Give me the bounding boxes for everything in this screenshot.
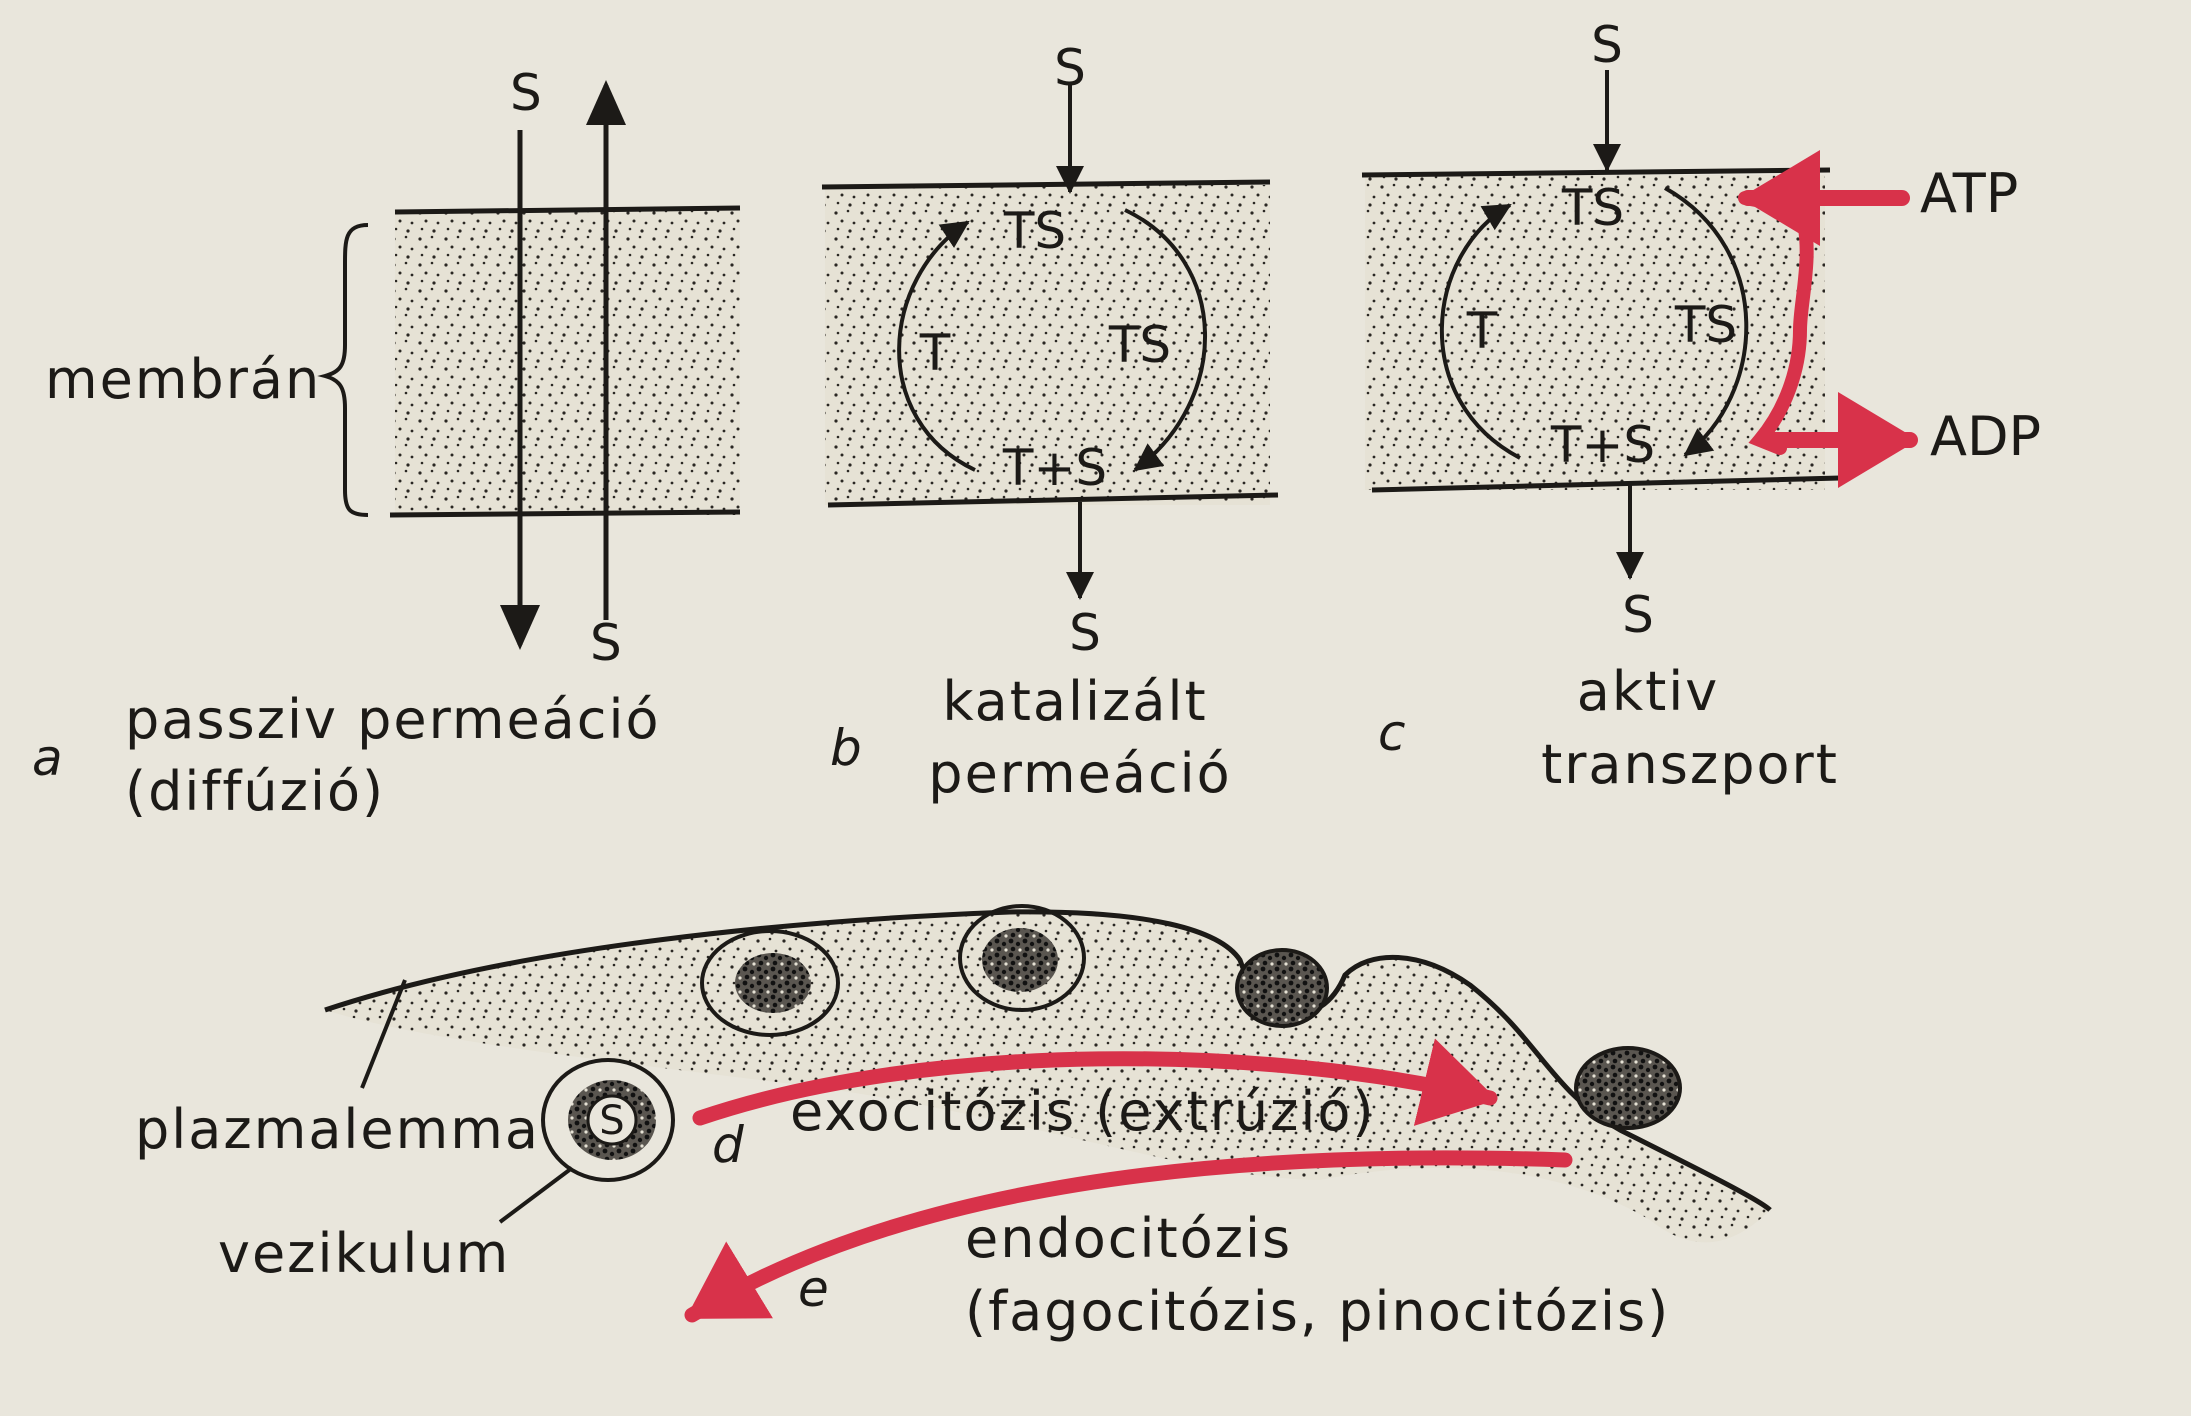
caption-b-line1: katalizált [942,670,1207,733]
t-left-c: T [1466,302,1498,360]
s-bottom-c: S [1622,586,1654,644]
extruded-particle [1574,1046,1682,1130]
caption-c-line1: aktiv [1577,660,1720,723]
cycle-arrow-left-b [897,220,976,472]
membrane-brace [317,223,369,517]
letter-e: e [798,1260,829,1318]
s-bottom-a: S [590,614,622,672]
endocytosis-label-line1: endocitózis [965,1207,1292,1270]
membrane-label: membrán [45,348,321,411]
vesicle-3 [1235,948,1329,1028]
s-top-b: S [1054,39,1086,97]
cycle-arrow-left-c [1439,203,1521,460]
t-plus-s-c: T+S [1550,416,1655,474]
t-left-b: T [919,324,951,382]
plasmalemma-leader [360,979,407,1089]
membrane-top-line-a [394,205,741,215]
plasmalemma-label: plazmalemma [135,1098,540,1161]
caption-a-line2: (diffúzió) [125,760,385,823]
atp-label: ATP [1920,162,2018,225]
panel-c: S S TS TS T T+S ATP ADP c aktiv transzpo… [1361,16,2041,796]
s-top-a: S [510,64,542,122]
membrane-bottom-line-b [827,492,1279,508]
ts-top-c: TS [1561,179,1624,237]
caption-a-line1: passziv permeáció [125,688,661,751]
letter-d: d [712,1116,744,1174]
membrane-top-line-c [1361,167,1831,178]
vesicle-1-core [735,953,811,1013]
endocytosis-label-line2: (fagocitózis, pinocitózis) [965,1280,1670,1343]
caption-b-line2: permeáció [928,742,1231,805]
membrane-bottom-line-c [1371,475,1841,493]
free-vesicle [541,1058,675,1182]
membrane-top-line-b [821,179,1271,190]
membrane-layer-a [395,210,740,515]
ts-top-b: TS [1003,202,1066,260]
exocytosis-label: exocitózis (extrúzió) [790,1080,1376,1143]
vesicle-leader [498,1166,574,1224]
ts-right-c: TS [1674,296,1737,354]
membrane-bottom-line-a [389,509,741,518]
cycle-arrow-right-c [1664,186,1749,457]
vesicle-2-core [982,928,1058,992]
panel-de: S plazmalemma vezikulum d exocitózis (ex… [135,904,1772,1343]
letter-a: a [32,729,63,787]
panel-b: S S TS TS T T+S b katalizált permeáció [821,39,1279,805]
caption-c-line2: transzport [1541,733,1839,796]
vesicle-2 [958,904,1086,1012]
exocytosis-arrow [692,1038,1498,1126]
letter-c: c [1378,704,1406,762]
ts-right-b: TS [1108,316,1171,374]
vesicle-1 [700,929,840,1037]
s-bottom-b: S [1069,604,1101,662]
adp-label: ADP [1930,405,2041,468]
free-vesicle-inner [586,1094,638,1146]
panel-a: membrán S S a passziv permeáció (diffúzi… [32,64,741,823]
vesicle-label: vezikulum [218,1222,510,1285]
cycle-arrow-right-b [1124,208,1207,472]
t-plus-s-b: T+S [1002,439,1107,497]
letter-b: b [830,719,862,777]
s-top-c: S [1591,16,1623,74]
vesicle-s: S [599,1098,624,1144]
endocytosis-arrow [684,1150,1573,1323]
